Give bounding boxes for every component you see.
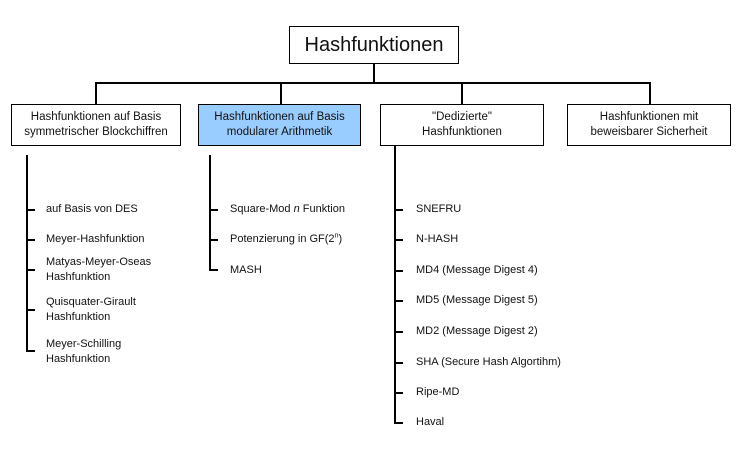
list-item: auf Basis von DES — [46, 203, 138, 215]
tick-block-4 — [26, 350, 35, 352]
list-item: MASH — [230, 264, 262, 276]
tick-block-0 — [26, 209, 35, 211]
tick-block-2 — [26, 269, 35, 271]
tick-dedicated-6 — [394, 392, 403, 394]
category-modular-arithmetic: Hashfunktionen auf Basis modularer Arith… — [198, 104, 361, 146]
category-provable-security: Hashfunktionen mit beweisbarer Sicherhei… — [567, 104, 731, 146]
category-block-ciphers: Hashfunktionen auf Basis symmetrischer B… — [11, 104, 181, 146]
root-connector — [373, 63, 375, 83]
tick-dedicated-1 — [394, 239, 403, 241]
tick-dedicated-5 — [394, 362, 403, 364]
category-label-line2: beweisbarer Sicherheit — [590, 126, 708, 138]
list-item: N-HASH — [416, 233, 459, 245]
category-label-line1: Hashfunktionen auf Basis — [30, 111, 162, 123]
tick-dedicated-0 — [394, 209, 403, 211]
list-item: Meyer-Schilling Hashfunktion — [46, 338, 122, 365]
root-label: Hashfunktionen — [304, 34, 444, 56]
connector-provable — [649, 82, 651, 105]
list-item: Meyer-Hashfunktion — [46, 233, 145, 245]
tick-dedicated-3 — [394, 300, 403, 302]
branch-line-dedicated — [394, 146, 396, 424]
list-item: Square-Mod n Funktion — [230, 203, 345, 215]
list-item: Potenzierung in GF(2n) — [230, 232, 343, 245]
category-label-line2: symmetrischer Blockchiffren — [24, 126, 168, 138]
category-label-line2: modularer Arithmetik — [226, 126, 333, 138]
root-node: Hashfunktionen — [289, 26, 459, 64]
tick-block-3 — [26, 309, 35, 311]
tick-modular-0 — [209, 209, 218, 211]
category-label-line1: Hashfunktionen mit — [599, 111, 699, 123]
connector-block — [95, 82, 97, 105]
branch-line-modular — [209, 155, 211, 271]
list-item: Haval — [416, 416, 445, 428]
category-label-line1: "Dedizierte" — [432, 111, 492, 123]
list-item: Matyas-Meyer-Oseas Hashfunktion — [46, 256, 152, 283]
tick-modular-2 — [209, 269, 218, 271]
connector-dedicated — [461, 82, 463, 105]
branch-line-block — [26, 155, 28, 351]
list-item: Quisquater-Girault Hashfunktion — [46, 296, 136, 323]
tick-modular-1 — [209, 239, 218, 241]
list-item: SHA (Secure Hash Algortihm) — [416, 356, 561, 368]
list-item: MD5 (Message Digest 5) — [416, 294, 538, 306]
list-item: MD4 (Message Digest 4) — [416, 264, 538, 276]
list-item: SNEFRU — [416, 203, 462, 215]
category-label-line2: Hashfunktionen — [422, 126, 502, 138]
category-dedicated: "Dedizierte" Hashfunktionen — [380, 104, 544, 146]
tick-dedicated-4 — [394, 331, 403, 333]
list-item: Ripe-MD — [416, 386, 460, 398]
horizontal-bus — [95, 82, 651, 84]
connector-modular — [280, 82, 282, 105]
category-label-line1: Hashfunktionen auf Basis — [214, 111, 345, 123]
tick-dedicated-7 — [394, 422, 403, 424]
list-item: MD2 (Message Digest 2) — [416, 325, 538, 337]
tick-block-1 — [26, 239, 35, 241]
tick-dedicated-2 — [394, 270, 403, 272]
